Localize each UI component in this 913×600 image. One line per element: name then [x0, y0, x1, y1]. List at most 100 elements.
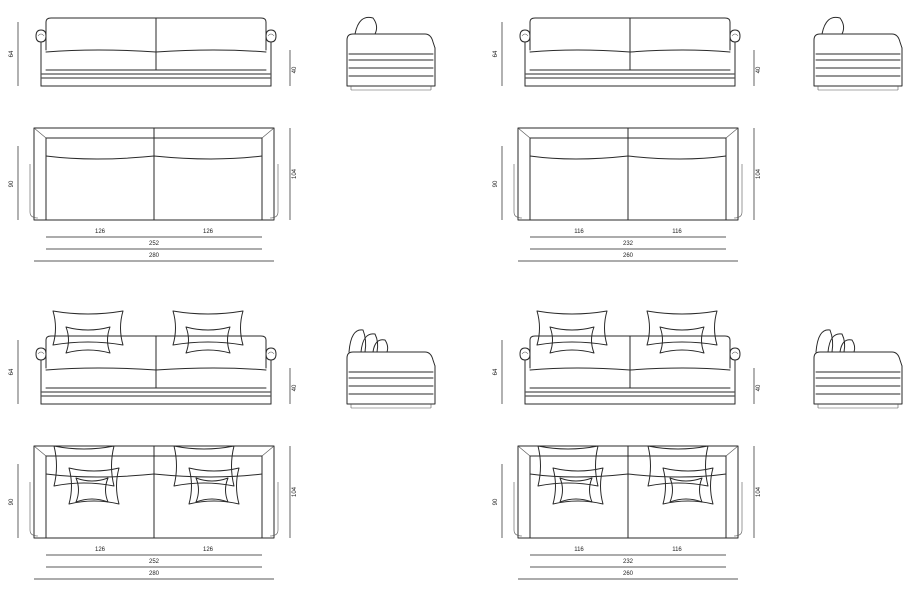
side-top: [813, 33, 903, 49]
plan-arms: [529, 137, 727, 221]
plan-outline: [517, 445, 739, 539]
dim-label-overall-width: 260: [623, 253, 634, 259]
sofa-back: [529, 335, 731, 369]
plan-pillow-small: [559, 477, 593, 503]
dim-label-seat-width-left: 126: [95, 229, 106, 235]
seat-top: [45, 367, 267, 371]
plan-outline: [33, 445, 275, 539]
plan-pillow-back: [647, 445, 709, 487]
arm-roll: [265, 347, 277, 361]
plan-pillow-small: [75, 477, 109, 503]
dim-label-seat-height: 40: [756, 66, 762, 73]
back-cushions: [52, 310, 244, 354]
plan-outline: [517, 127, 739, 221]
seat-top: [45, 49, 267, 53]
dim-label-overall-width: 260: [623, 571, 634, 577]
dim-label-seat-width-right: 126: [203, 547, 214, 553]
back-pillow-small: [549, 326, 595, 354]
arm-roll-detail: [731, 351, 739, 355]
side-slats: [815, 53, 901, 77]
side-view: [346, 329, 436, 409]
dim-label-inner-width: 252: [149, 559, 160, 565]
side-base: [350, 86, 432, 91]
arm-roll: [729, 347, 741, 361]
plan-pillow-small: [669, 477, 703, 503]
arm-roll: [265, 29, 277, 43]
side-top: [346, 351, 436, 367]
side-pillow-3: [372, 339, 389, 353]
dim-label-seat-height: 40: [756, 384, 762, 391]
arm-roll: [35, 347, 47, 361]
dim-label-seat-width-right: 116: [672, 547, 682, 553]
dim-label-overall-depth: 104: [756, 486, 762, 497]
side-view: [346, 16, 436, 91]
plan-arms: [529, 455, 727, 539]
back-pillow-large: [646, 310, 718, 346]
dim-label-seat-width-left: 126: [95, 547, 106, 553]
arm-roll-detail: [731, 33, 739, 37]
side-pillow-1: [348, 329, 367, 353]
arm-roll-detail: [37, 33, 45, 37]
plan-pillow-front: [552, 467, 604, 505]
arm-roll-detail: [521, 33, 529, 37]
side-body: [813, 39, 903, 87]
arm-roll: [35, 29, 47, 43]
side-back-roll: [821, 16, 845, 35]
side-base: [350, 404, 432, 409]
plan-pillow-back: [53, 445, 115, 487]
plan-pillow-front: [68, 467, 120, 505]
dim-label-seat-width-left: 116: [574, 547, 584, 553]
dim-label-front-height: 64: [493, 368, 499, 375]
sofa-back: [45, 17, 267, 51]
arm-roll-detail: [521, 351, 529, 355]
back-pillow-large: [536, 310, 608, 346]
arm-roll: [729, 29, 741, 43]
plan-back-corners: [33, 127, 275, 139]
side-body: [813, 357, 903, 405]
side-pillow-2: [827, 333, 846, 353]
arm-roll-detail: [37, 351, 45, 355]
seat-top: [529, 367, 731, 371]
plan-seat-back: [529, 473, 727, 478]
plan-view: 90 104 126 126 252 280: [9, 445, 298, 580]
left-arm: [35, 29, 47, 87]
arm-roll-detail: [267, 351, 275, 355]
dim-label-overall-depth: 104: [756, 168, 762, 179]
right-arm: [265, 29, 277, 87]
dim-label-front-height: 64: [493, 50, 499, 57]
right-arm: [729, 29, 741, 87]
dim-label-plan-depth: 90: [9, 498, 15, 505]
sofa-back: [45, 335, 267, 369]
dim-label-overall-depth: 104: [292, 168, 298, 179]
dim-label-overall-width: 280: [149, 253, 160, 259]
left-arm: [35, 347, 47, 405]
side-slats: [348, 53, 434, 77]
plan-arm-rolls: [513, 482, 743, 537]
back-cushions: [536, 310, 718, 354]
base-lines: [525, 391, 735, 397]
base-lines: [41, 73, 271, 79]
side-view: [813, 16, 903, 91]
side-body: [346, 357, 436, 405]
plan-cushions: [537, 445, 714, 505]
dim-label-seat-width-right: 126: [203, 229, 214, 235]
dim-label-overall-width: 280: [149, 571, 160, 577]
plan-back-corners: [517, 127, 739, 139]
side-view: [813, 329, 903, 409]
back-pillow-large: [52, 310, 124, 346]
plan-pillow-small: [195, 477, 229, 503]
plan-pillow-back: [173, 445, 235, 487]
dim-label-overall-depth: 104: [292, 486, 298, 497]
side-pillow-2: [360, 333, 379, 353]
plan-arms: [45, 455, 263, 539]
plan-pillow-front: [662, 467, 714, 505]
dim-label-plan-depth: 90: [493, 180, 499, 187]
dim-label-inner-width: 232: [623, 241, 634, 247]
dim-label-inner-width: 232: [623, 559, 634, 565]
